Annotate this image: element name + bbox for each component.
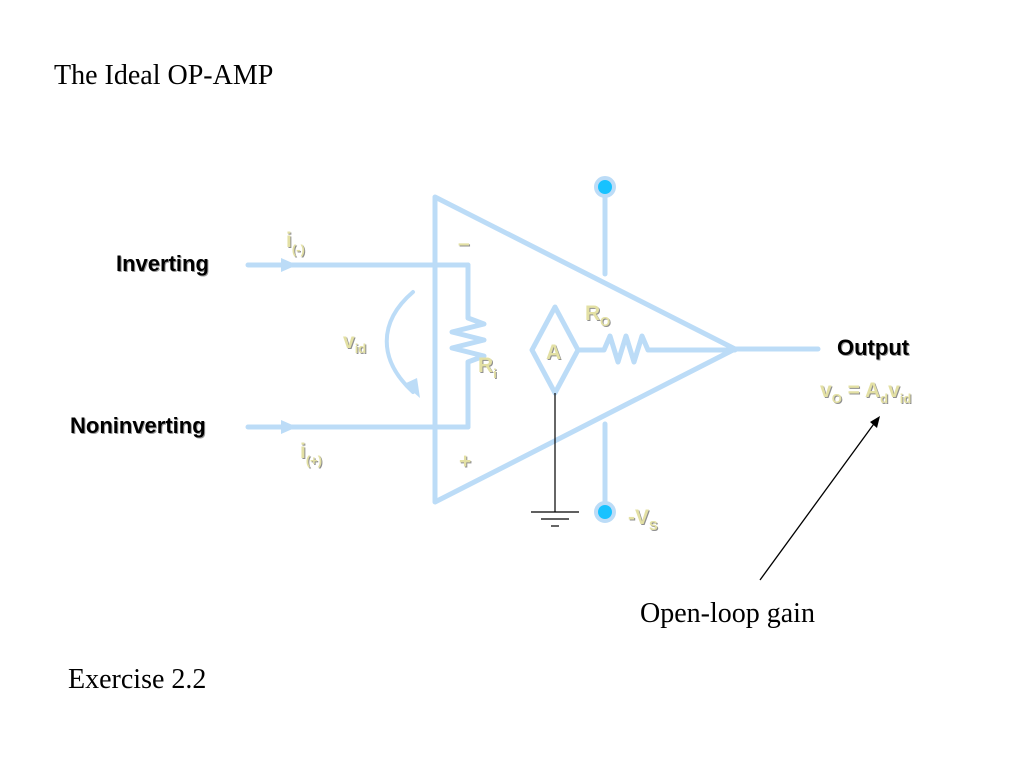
ro-label: RO <box>585 302 610 329</box>
annotation-arrowhead <box>870 416 880 428</box>
neg-supply-label: -VS <box>628 506 658 533</box>
annotation-arrow-line <box>759 420 877 581</box>
vid-arrow-curve <box>384 290 415 394</box>
i-plus-label: i(+) <box>300 440 322 468</box>
vid-arrowhead <box>404 378 420 398</box>
i-minus-label: i(-) <box>286 229 305 257</box>
open-loop-gain-annotation: Open-loop gain <box>640 598 815 629</box>
ground-symbol <box>531 393 579 527</box>
op-amp-triangle <box>432 194 738 505</box>
minus-sign: – <box>458 232 470 255</box>
source-gain-label: A <box>546 341 561 364</box>
neg-supply-terminal <box>594 501 616 523</box>
plus-sign: + <box>459 450 471 473</box>
page-title: The Ideal OP-AMP <box>54 60 274 91</box>
ro-resistor <box>575 333 738 365</box>
noninverting-label: Noninverting <box>70 413 206 438</box>
output-label: Output <box>837 335 910 360</box>
ri-resistor <box>449 262 487 430</box>
exercise-label: Exercise 2.2 <box>68 664 207 695</box>
inverting-label: Inverting <box>116 251 209 276</box>
output-equation: vO = Advid <box>820 379 911 406</box>
pos-supply-terminal <box>594 176 616 198</box>
i-plus-arrowhead <box>281 420 297 434</box>
i-minus-arrowhead <box>281 258 297 272</box>
vid-label: vid <box>343 330 366 356</box>
ri-label: Ri <box>478 354 497 381</box>
